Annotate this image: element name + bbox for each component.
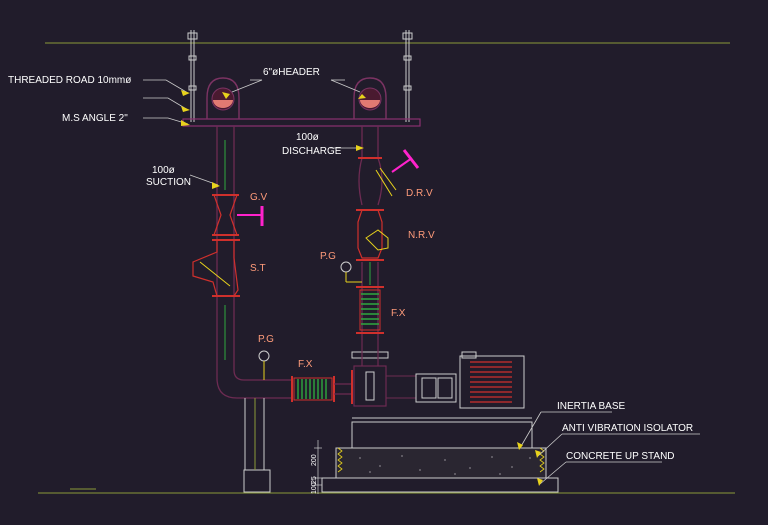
label-discharge: DISCHARGE — [282, 146, 342, 157]
label-pressure-gauge-lower: P.G — [258, 334, 274, 345]
pressure-gauge-lower — [258, 350, 270, 380]
gate-valve — [212, 194, 264, 236]
label-pressure-gauge-upper: P.G — [320, 251, 336, 262]
label-inertia-base: INERTIA BASE — [557, 401, 626, 412]
threaded-rod-right — [402, 30, 413, 122]
label-non-return-valve: N.R.V — [408, 230, 435, 241]
strainer — [192, 239, 240, 297]
label-drain-valve: D.R.V — [406, 188, 433, 199]
dimension-lines — [314, 440, 322, 494]
dim-25: 25 — [311, 476, 318, 484]
label-suction: SUCTION — [146, 177, 191, 188]
dim-200: 200 — [311, 454, 318, 466]
drain-valve — [375, 149, 420, 197]
label-discharge-size: 100ø — [296, 132, 319, 143]
concrete-upstand — [321, 447, 559, 493]
label-threaded-rod: THREADED ROAD 10mmø — [8, 75, 131, 86]
pump-casing — [351, 340, 417, 407]
header-pipe-right — [353, 77, 387, 119]
leader-lines — [143, 79, 700, 485]
inertia-base — [351, 417, 533, 449]
non-return-valve — [356, 209, 389, 261]
flex-connector-lower — [291, 376, 352, 402]
label-strainer: S.T — [250, 263, 266, 274]
label-header: 6"øHEADER — [263, 67, 320, 78]
discharge-pipe — [358, 126, 383, 340]
threaded-rod-left — [187, 30, 198, 122]
header-pipe-left — [206, 77, 240, 119]
dim-100: 100 — [311, 482, 318, 494]
pressure-gauge-upper — [340, 261, 362, 283]
label-suction-size: 100ø — [152, 165, 175, 176]
suction-pipe — [216, 126, 292, 399]
ms-angle-support — [182, 118, 421, 127]
label-concrete-stand: CONCRETE UP STAND — [566, 451, 675, 462]
label-anti-vibration: ANTI VIBRATION ISOLATOR — [562, 423, 693, 434]
flex-connector-upper — [356, 286, 384, 334]
motor — [459, 351, 525, 409]
label-ms-angle: M.S ANGLE 2" — [62, 113, 128, 124]
label-flex-lower: F.X — [298, 359, 313, 370]
coupling — [415, 373, 457, 403]
label-gate-valve: G.V — [250, 192, 268, 203]
support-leg — [243, 398, 271, 493]
leader-arrows — [181, 90, 543, 486]
label-flex-upper: F.X — [391, 308, 406, 319]
